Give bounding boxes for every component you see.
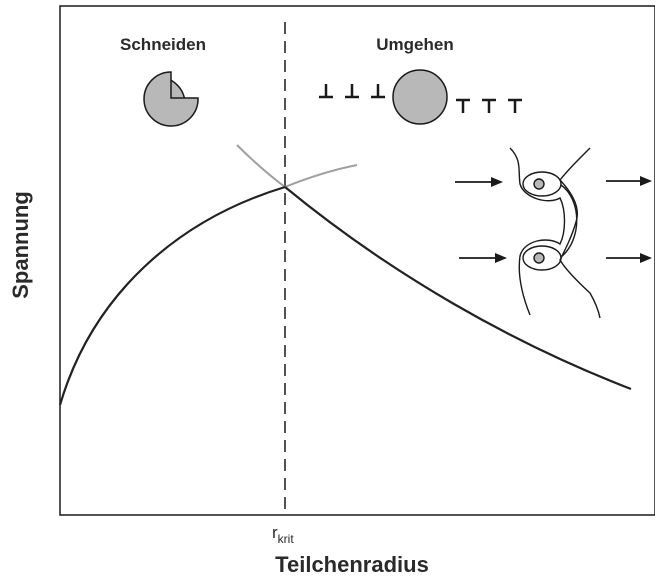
loop-connector: [561, 185, 577, 257]
cutting-curve-extension: [237, 145, 285, 187]
bypassed-particle-icon: [393, 70, 447, 124]
critical-radius-label: rkrit: [272, 523, 294, 546]
regime-label-cutting: Schneiden: [120, 35, 206, 54]
dislocation-line-right: [560, 148, 600, 318]
arrow-icon-in-lower: [459, 253, 507, 263]
arrow-icon-out-lower: [606, 253, 652, 263]
critical-radius-subscript: krit: [278, 532, 295, 546]
particle-upper-icon: [534, 179, 544, 189]
cutting-strength-curve: [60, 187, 285, 405]
dislocations-right-icon: [456, 100, 522, 113]
bypassing-strength-curve: [285, 187, 631, 389]
x-axis-title: Teilchenradius: [275, 552, 429, 576]
orowan-loop-sketch: [510, 148, 600, 318]
y-axis-title: Spannung: [8, 191, 33, 299]
arrow-icon-out-upper: [606, 176, 652, 186]
stress-arrows: [455, 176, 652, 263]
regime-label-bypassing: Umgehen: [376, 35, 453, 54]
bypassing-curve-extension: [285, 165, 357, 187]
dislocations-left-icon: [319, 84, 385, 97]
sheared-particle-icon: [144, 72, 198, 126]
particle-lower-icon: [534, 253, 544, 263]
arrow-icon-in-upper: [455, 177, 503, 187]
